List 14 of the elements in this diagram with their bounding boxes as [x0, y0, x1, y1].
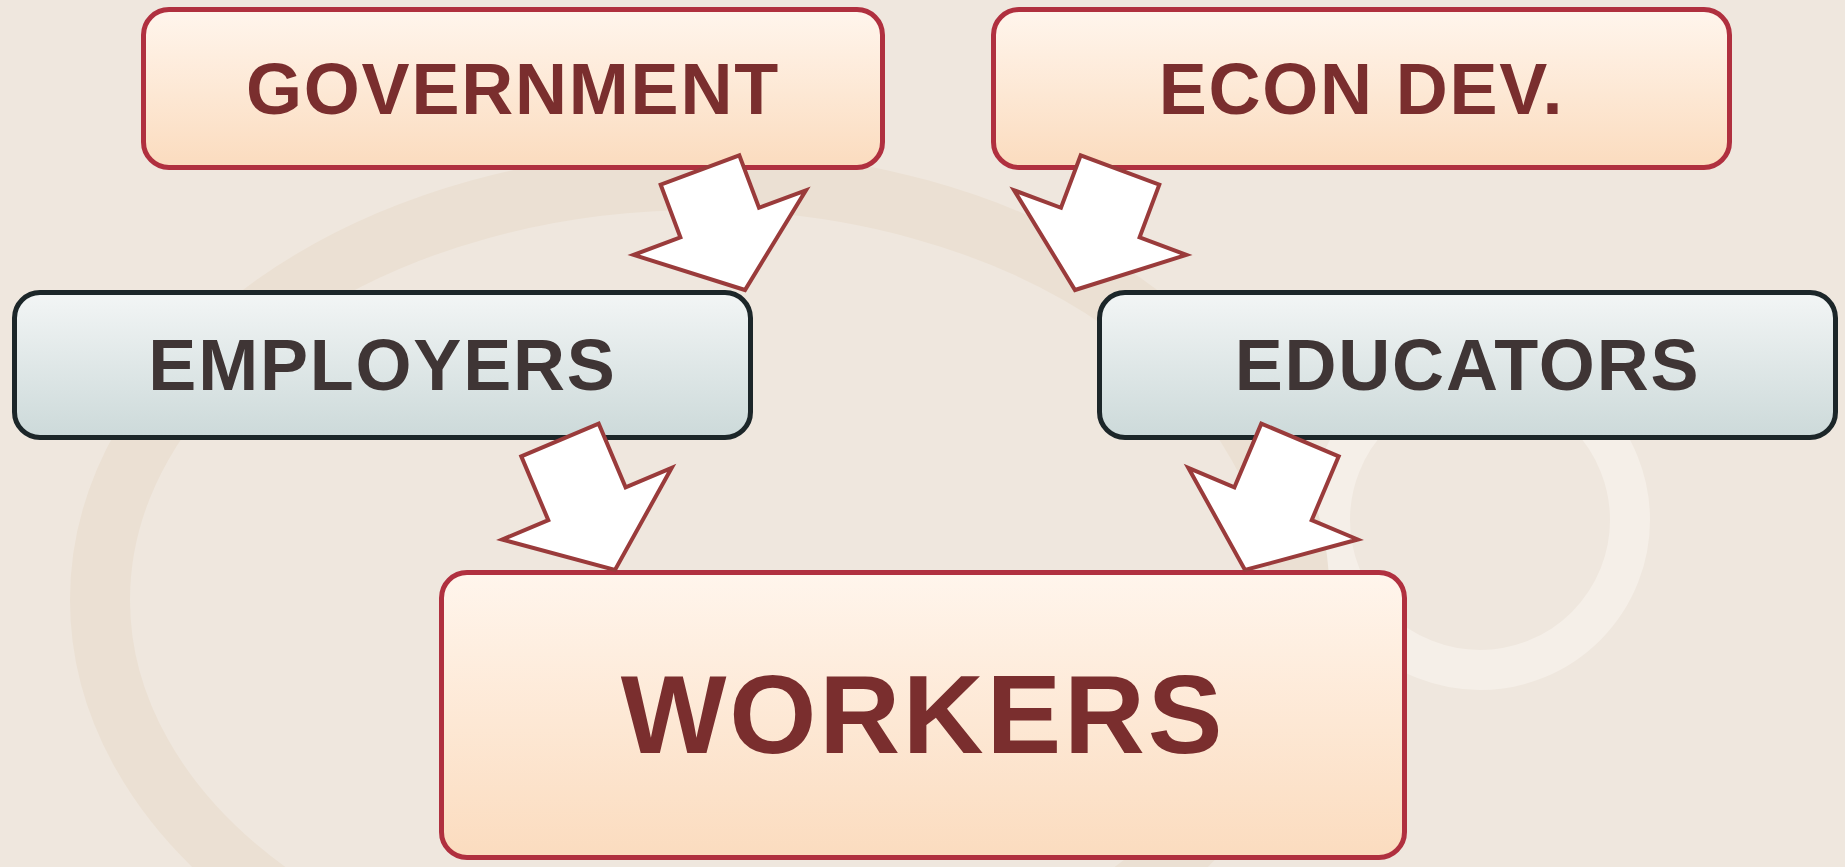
block-arrow — [1009, 152, 1193, 293]
cool-box — [1097, 290, 1838, 440]
warm-box — [141, 7, 885, 170]
box-label: EDUCATORS — [1234, 324, 1701, 407]
warm-box — [439, 570, 1407, 860]
box-label: EMPLOYERS — [148, 324, 617, 407]
block-arrow — [1183, 420, 1364, 573]
cool-box — [12, 290, 753, 440]
warm-box — [991, 7, 1732, 170]
box-label: GOVERNMENT — [246, 47, 780, 131]
box-label: ECON DEV. — [1158, 47, 1565, 131]
block-arrow — [496, 420, 677, 573]
box-label: WORKERS — [620, 651, 1226, 779]
block-arrow — [627, 152, 811, 293]
